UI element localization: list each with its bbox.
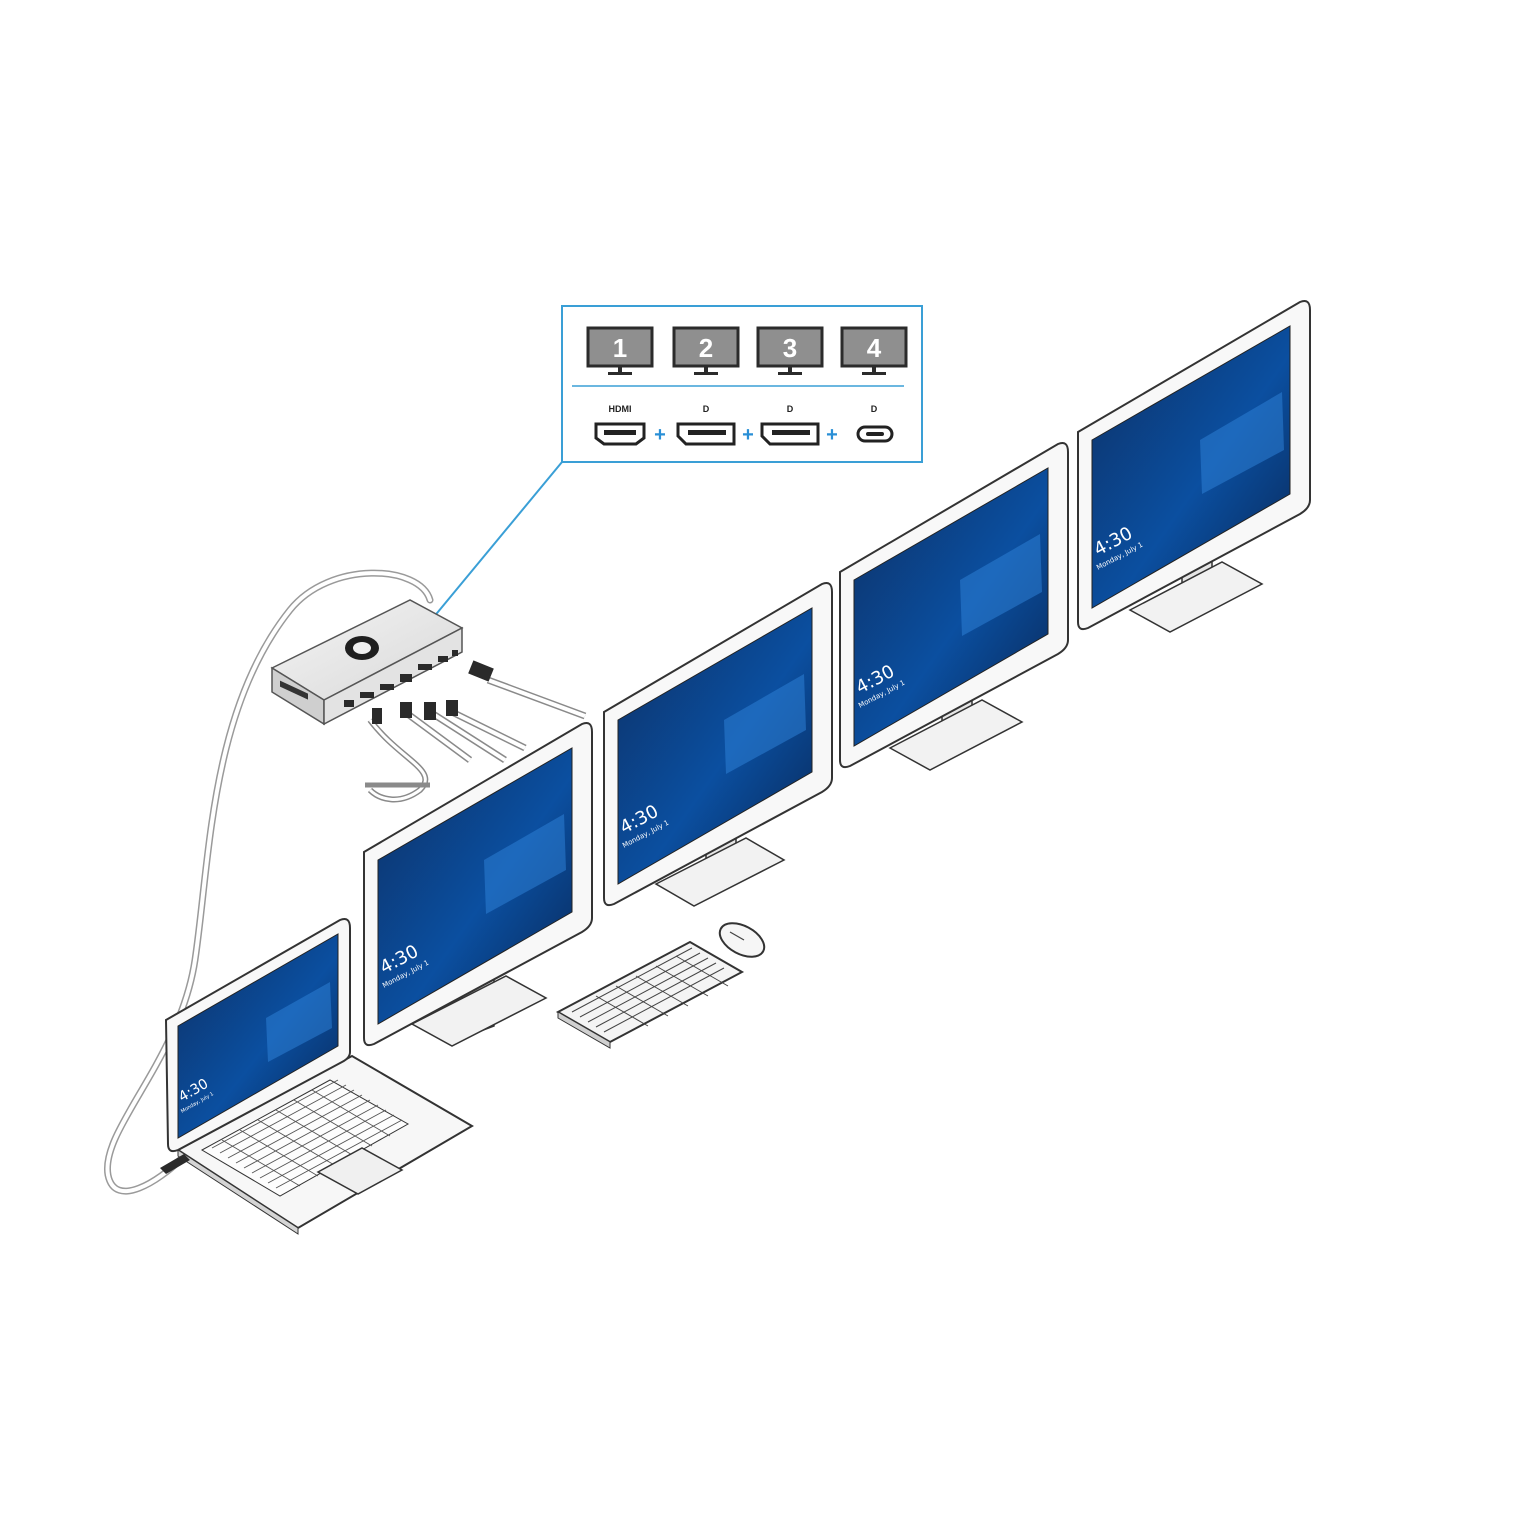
- hdmi-port-icon: [594, 422, 646, 446]
- plus-icon: +: [742, 424, 754, 446]
- laptop-icon: 4:30 Monday, July 1: [160, 918, 474, 1235]
- laptop-keyboard: [200, 1079, 410, 1197]
- monitor-1-icon: 1: [586, 326, 654, 375]
- monitor-1-number: 1: [613, 333, 627, 363]
- monitor-3-screen: [853, 467, 1049, 747]
- displayport-2-icon: [760, 422, 820, 446]
- monitor-3-icon: 3: [756, 326, 824, 375]
- monitor-4-screen: [1091, 325, 1291, 609]
- usb-c-port-icon: [856, 425, 894, 443]
- svg-text:D: D: [703, 404, 710, 414]
- dp-logo-3-icon: D: [871, 404, 878, 414]
- monitor-1: 4:30 Monday, July 1: [363, 722, 593, 1047]
- video-plugs: [372, 660, 494, 724]
- monitor-2-icon: 2: [672, 326, 740, 375]
- monitor-3-number: 3: [783, 333, 797, 363]
- svg-text:D: D: [871, 404, 878, 414]
- monitor-2: 4:30 Monday, July 1: [603, 582, 833, 907]
- usb-c-cable: [103, 569, 434, 1195]
- monitor-1-screen: [377, 747, 573, 1025]
- usb-c-plug: [160, 1154, 190, 1174]
- monitor-2-number: 2: [699, 333, 713, 363]
- callout-leader-line: [427, 461, 563, 625]
- dp-logo-1-icon: D: [703, 404, 710, 414]
- mouse-icon: [718, 922, 766, 958]
- keyboard-icon: [555, 940, 745, 1049]
- hdmi-label: HDMI: [609, 404, 632, 414]
- svg-text:D: D: [787, 404, 794, 414]
- monitor-4: 4:30 Monday, July 1: [1077, 300, 1311, 633]
- dp-logo-2-icon: D: [787, 404, 794, 414]
- video-cables: [365, 676, 587, 803]
- monitor-3: 4:30 Monday, July 1: [839, 442, 1069, 771]
- displayport-1-icon: [676, 422, 736, 446]
- monitor-4-number: 4: [867, 333, 882, 363]
- port-callout: 1 2 3 4 HDMI D D D: [421, 305, 923, 631]
- monitor-4-icon: 4: [840, 326, 908, 375]
- laptop-touchpad: [316, 1147, 404, 1195]
- plus-icon: +: [654, 424, 666, 446]
- monitor-2-screen: [617, 607, 813, 885]
- dock-icon: [270, 599, 494, 726]
- laptop-screen: [177, 933, 339, 1139]
- plus-icon: +: [826, 424, 838, 446]
